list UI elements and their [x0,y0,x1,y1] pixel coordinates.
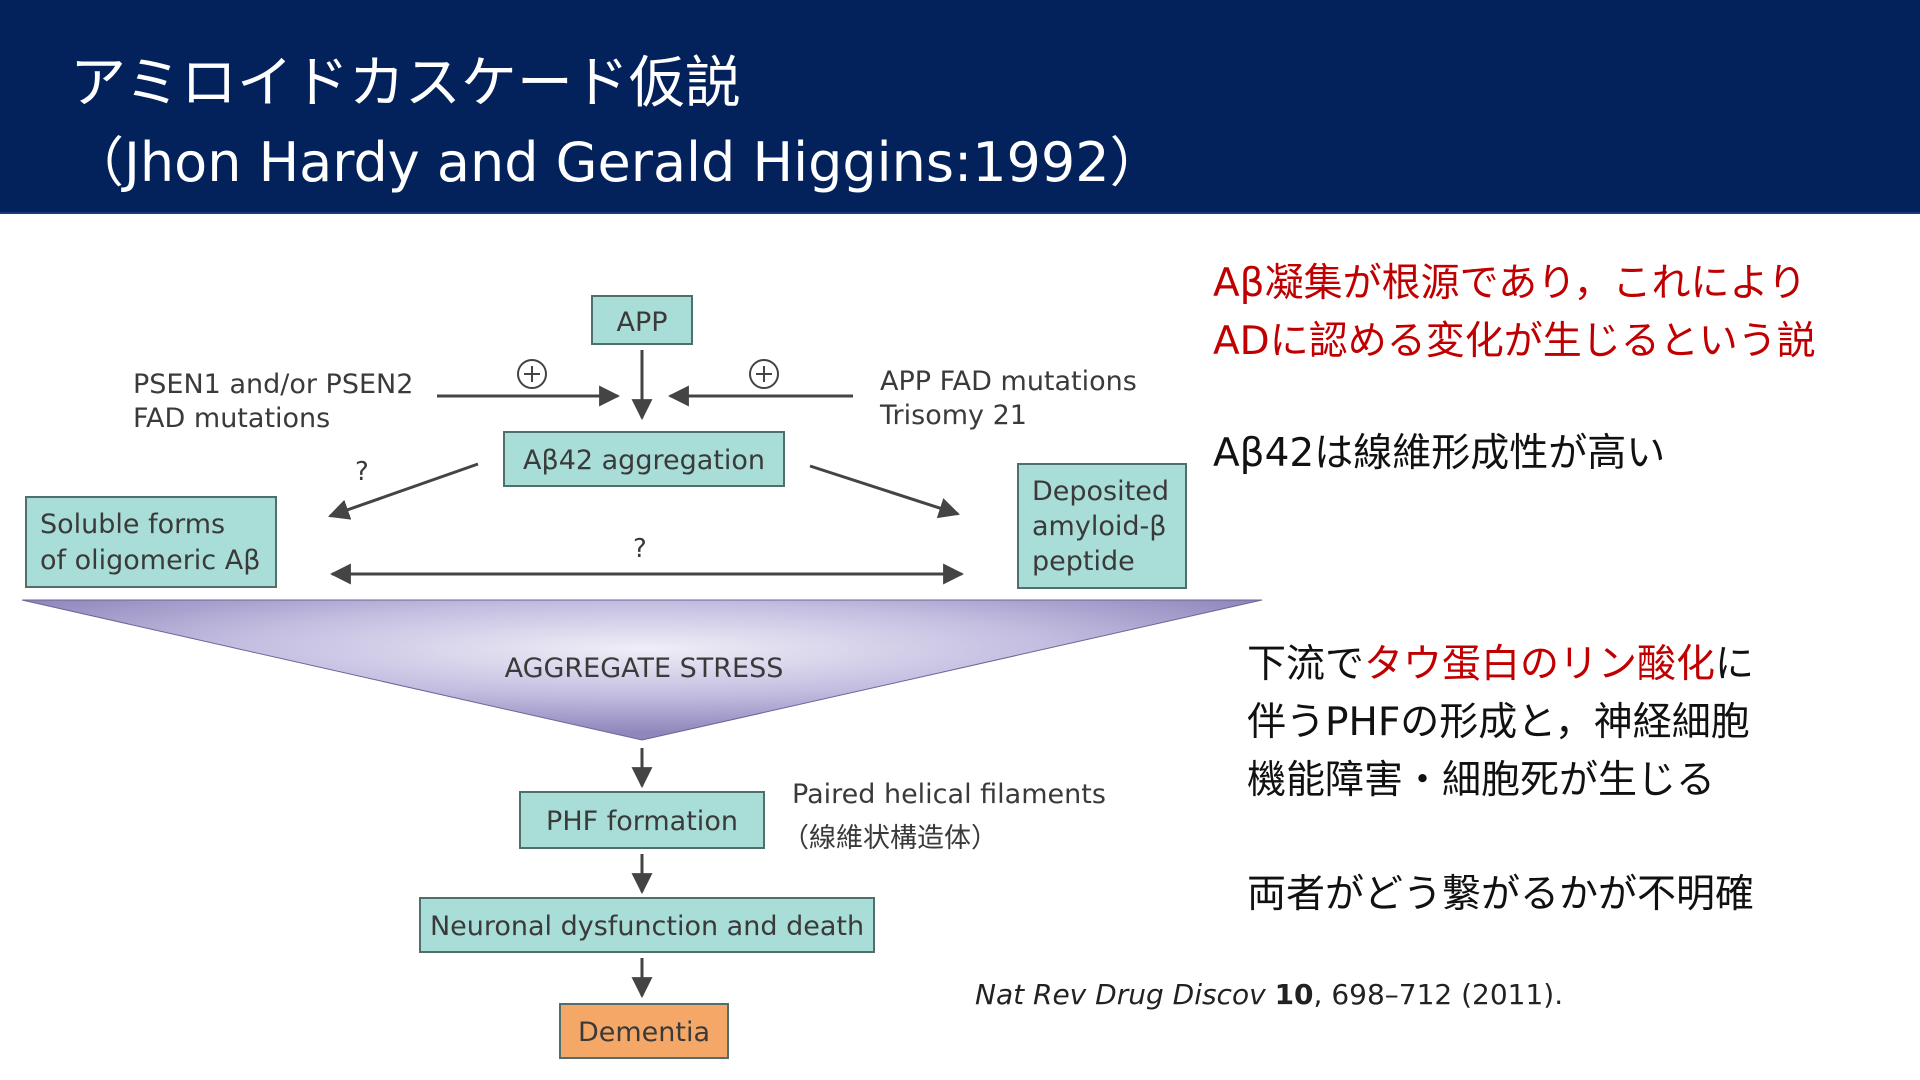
phf-note-line1: Paired helical filaments [792,779,1106,810]
deposited-line1: Deposited [1032,476,1169,507]
dementia-label: Dementia [578,1017,710,1048]
citation-volume: 10 [1274,978,1314,1011]
phf-formation-label: PHF formation [546,806,738,837]
app-fad-mutations-line1: APP FAD mutations [880,366,1137,397]
note-ab-origin-line2: ADに認める変化が生じるという説 [1213,319,1816,364]
title-bar: アミロイドカスケード仮説 （Jhon Hardy and Gerald Higg… [0,0,1920,214]
note-ab-origin: Aβ凝集が根源であり，これにより ADに認める変化が生じるという説 [1213,255,1816,371]
soluble-oligomer-line1: Soluble forms [40,509,225,540]
phf-formation-box [519,791,765,849]
note-downstream-line1: 下流でタウ蛋白のリン酸化に [1247,636,1754,694]
deposited-line3: peptide [1032,546,1135,577]
plus-icon-left [517,359,547,389]
slide-subtitle: （Jhon Hardy and Gerald Higgins:1992） [70,131,1164,194]
soluble-oligomer-line2: of oligomeric Aβ [40,545,260,576]
note-ab42-fibril: Aβ42は線維形成性が高い [1213,431,1666,476]
neuronal-dysfunction-label: Neuronal dysfunction and death [430,911,864,942]
tau-phosphorylation-text: タウ蛋白のリン酸化 [1364,642,1716,687]
citation-pages: , 698–712 (2011). [1313,978,1564,1011]
ab42-aggregation-box [503,431,785,487]
amyloid-cascade-diagram: APP PSEN1 and/or PSEN2 FAD mutations APP… [21,295,1263,1059]
psen-mutations-line1: PSEN1 and/or PSEN2 [133,369,413,400]
app-label: APP [616,307,667,338]
note-downstream-prefix: 下流で [1247,642,1365,687]
note-ab-origin-line1: Aβ凝集が根源であり，これにより [1213,261,1807,306]
question-mark-left: ? [355,457,369,487]
soluble-oligomer-box [25,496,277,588]
note-downstream-line2: 伴うPHFの形成と，神経細胞 [1247,700,1750,745]
aggregate-stress-label: AGGREGATE STRESS [505,653,784,684]
deposited-amyloid-box [1017,463,1187,589]
plus-icon-right [749,359,779,389]
ab42-aggregation-label: Aβ42 aggregation [523,445,765,476]
arrow-to-soluble [328,462,479,520]
aggregate-stress-funnel [21,599,1263,741]
citation: Nat Rev Drug Discov 10, 698–712 (2011). [975,978,1563,1011]
phf-note-line2: （線維状構造体） [782,823,998,854]
citation-journal: Nat Rev Drug Discov [975,978,1266,1011]
arrow-to-deposited [809,464,960,519]
neuronal-dysfunction-box [419,897,875,953]
trisomy-label: Trisomy 21 [879,400,1027,431]
question-mark-center: ? [633,534,647,564]
deposited-line2: amyloid-β [1032,511,1166,542]
psen-mutations-line2: FAD mutations [133,403,330,434]
note-downstream-suffix: に [1715,642,1755,687]
dementia-box [559,1003,729,1059]
note-downstream: 下流でタウ蛋白のリン酸化に 伴うPHFの形成と，神経細胞 機能障害・細胞死が生じ… [1247,636,1754,810]
note-downstream-line3: 機能障害・細胞死が生じる [1247,758,1716,803]
note-unclear-link: 両者がどう繋がるかが不明確 [1247,872,1755,917]
app-box [591,295,693,345]
slide-title: アミロイドカスケード仮説 [70,51,741,116]
